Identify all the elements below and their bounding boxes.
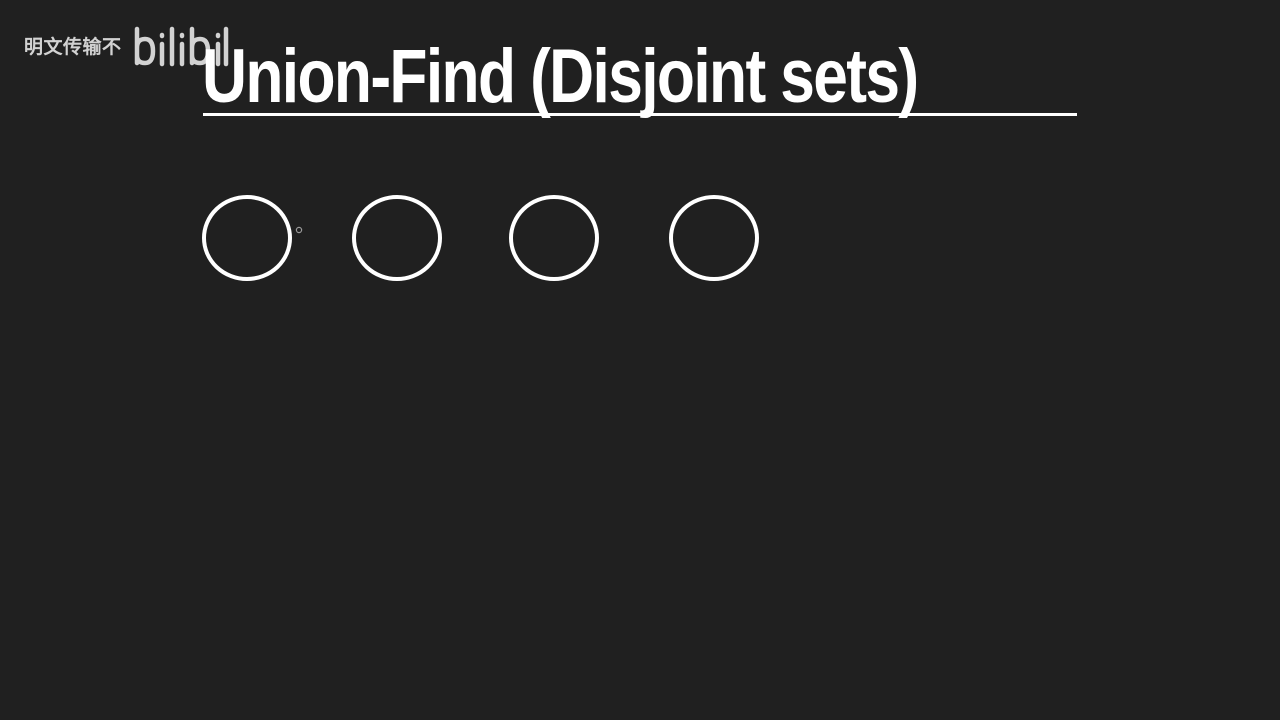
- bilibili-logo-icon: [134, 26, 228, 67]
- set-node: [352, 195, 442, 281]
- set-node: [509, 195, 599, 281]
- set-node: [202, 195, 292, 281]
- watermark-text: 明文传输不: [24, 36, 122, 58]
- watermark: 明文传输不: [24, 24, 230, 74]
- title-underline: [203, 113, 1077, 116]
- page-title: Union-Find (Disjoint sets): [202, 34, 919, 119]
- cursor-dot: [295, 226, 303, 234]
- set-node: [669, 195, 759, 281]
